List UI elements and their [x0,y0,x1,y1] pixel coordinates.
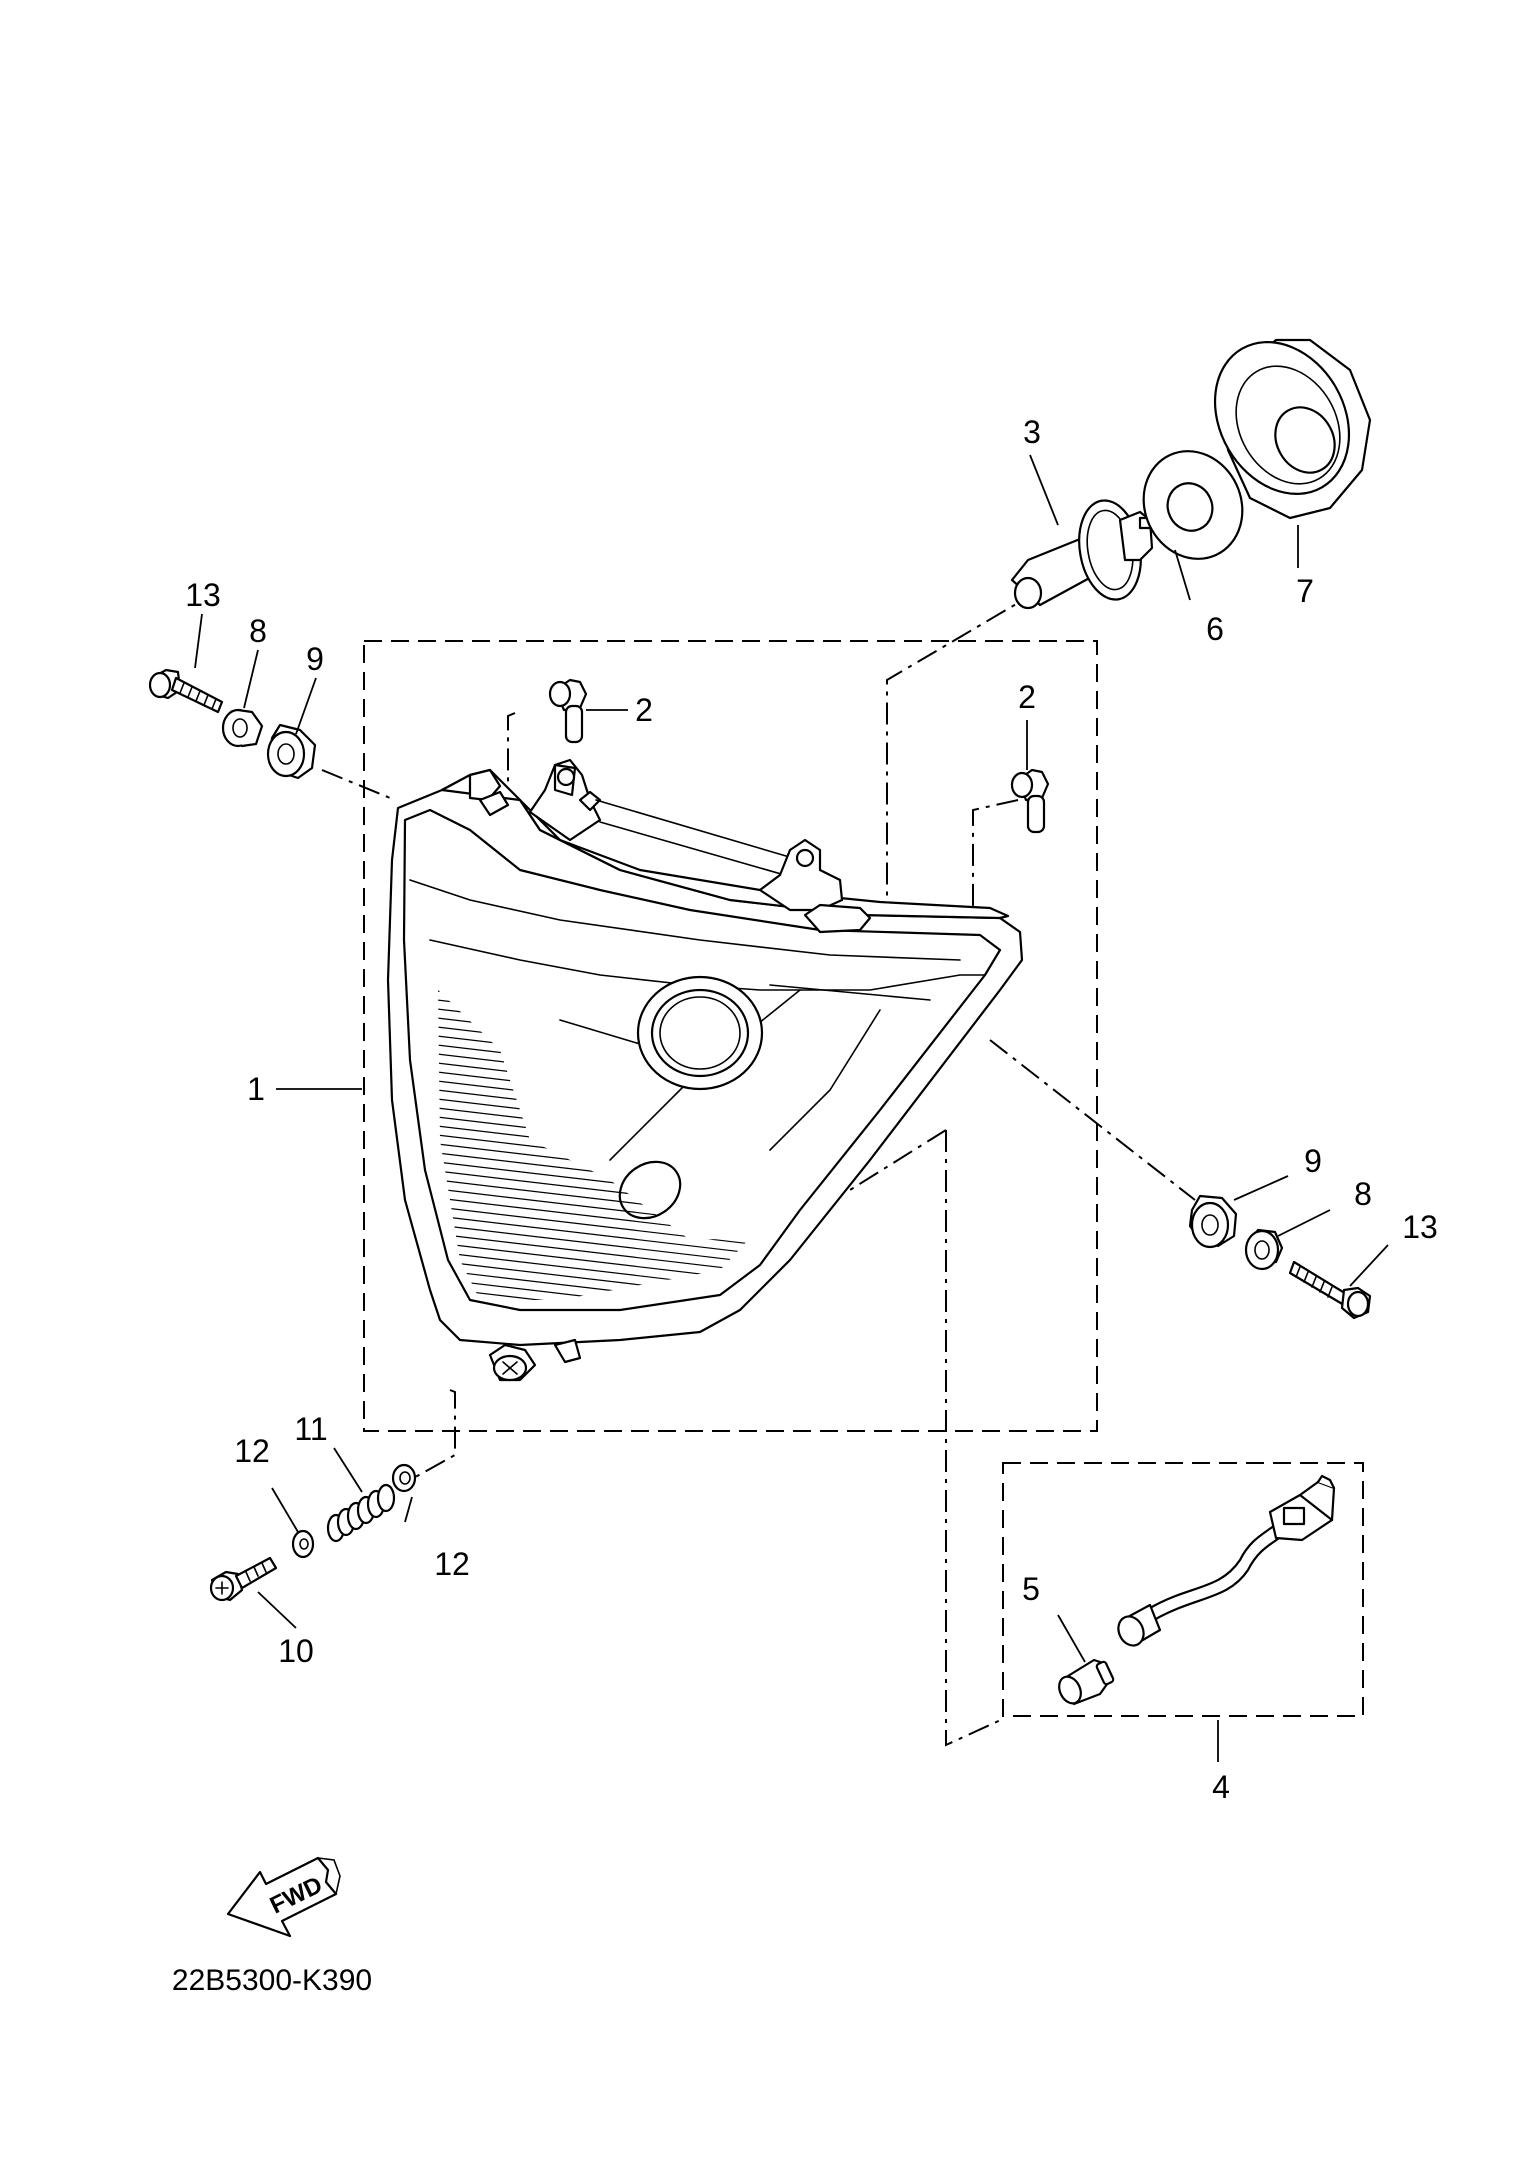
bulb-seal-ring [1142,450,1244,560]
headlight-unit [386,758,1024,1382]
hatch-line [438,1222,750,1264]
leader-lines [194,454,1389,1762]
diagram-code: 22B5300-K390 [172,1964,372,1997]
adjusting-spring [326,1483,396,1543]
callout-12-left: 12 [234,1433,270,1469]
hatch-line [438,1231,750,1273]
callout-6: 6 [1206,611,1224,647]
callout-3: 3 [1023,414,1041,450]
callout-4: 4 [1212,1769,1230,1805]
callout-numbers: 1 2 2 3 4 5 6 7 8 8 9 9 10 11 12 12 13 1… [185,414,1438,1805]
socket-screw-right [1010,768,1050,834]
callout-8-left: 8 [249,613,267,649]
callout-13-right: 13 [1402,1209,1438,1245]
socket-screw-upper [548,678,588,744]
aux-light-cord [1117,1474,1336,1647]
callout-7: 7 [1296,573,1314,609]
forward-direction-arrow: FWD [226,1856,341,1938]
headlight-bulb [1010,499,1156,610]
grommet-left [266,723,317,780]
callout-11: 11 [294,1411,327,1447]
callout-1: 1 [247,1071,265,1107]
callout-12-right: 12 [434,1546,470,1582]
callout-8-right: 8 [1354,1176,1372,1212]
washer-upper [391,1463,417,1493]
headlight-assembly-box [363,640,1098,1432]
hatch-line [438,1267,750,1300]
callout-2-upper: 2 [635,692,653,728]
grommet-right [1188,1194,1238,1249]
callout-10: 10 [278,1633,314,1669]
bolt-right [1288,1260,1372,1320]
collar-left [221,708,264,748]
callout-9-left: 9 [306,641,324,677]
hatch-line [438,1285,750,1300]
adjusting-screw [209,1556,278,1602]
callout-2-right: 2 [1018,679,1036,715]
hatch-line [438,1213,750,1255]
bolt-left [148,668,224,714]
washer-lower [291,1529,315,1559]
aux-cord-assembly-box [1002,1462,1364,1717]
callout-9-right: 9 [1304,1143,1322,1179]
callout-5: 5 [1022,1571,1040,1607]
headlight-dust-cover [1213,338,1372,520]
collar-right [1244,1228,1284,1271]
callout-13-left: 13 [185,577,221,613]
aux-light-bulb [1058,1658,1115,1706]
